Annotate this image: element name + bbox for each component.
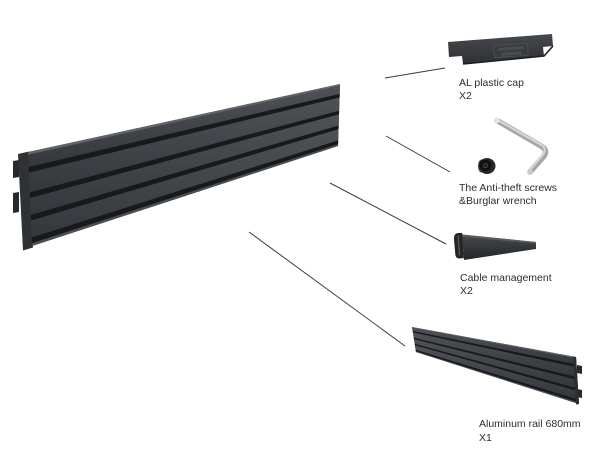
al-plastic-cap-graphic — [448, 34, 554, 65]
label-plastic-cap-qty: X2 — [459, 90, 472, 102]
wrench-body — [494, 117, 549, 175]
burglar-wrench-graphic — [494, 117, 549, 175]
rail-band — [28, 97, 340, 193]
rail-band — [30, 114, 339, 215]
leader-line-cable — [329, 182, 447, 245]
leader-line-rail — [248, 231, 406, 347]
rail-band — [415, 351, 579, 404]
rail-endcap-band — [573, 356, 579, 405]
label-screws: The Anti-theft screws — [459, 182, 557, 194]
rail-band — [412, 327, 577, 359]
aluminum-rail-slats — [412, 327, 579, 405]
rail-band — [28, 93, 340, 173]
screw-hex-center — [484, 164, 487, 167]
rail-band — [30, 129, 339, 238]
rail-band — [28, 84, 340, 155]
plastic-cap-shadow-edge — [462, 45, 554, 65]
main-rail-slats — [28, 84, 340, 246]
rail-band — [31, 144, 339, 246]
rail-endcap-tab — [13, 160, 19, 178]
wrench-highlight — [496, 118, 546, 172]
leader-line-cap — [384, 67, 446, 79]
label-aluminum-rail: Aluminum rail 680mm — [479, 418, 581, 430]
rail-band — [29, 110, 340, 199]
rail-band — [414, 345, 579, 400]
rail-band — [412, 331, 577, 368]
label-cable-management: Cable management — [460, 272, 552, 284]
wrench-end-face — [494, 117, 500, 124]
rail-band — [414, 339, 578, 389]
label-aluminum-rail-qty: X1 — [479, 432, 492, 444]
embossed-row — [501, 51, 522, 56]
rail-endcap-tab — [577, 365, 582, 374]
cable-strip-sheen — [462, 234, 536, 244]
cable-strip-end-highlight — [457, 235, 461, 256]
rail-band — [413, 337, 578, 380]
rail-band — [414, 343, 579, 392]
anti-theft-screw-graphic — [478, 158, 496, 174]
leader-lines — [248, 67, 451, 347]
wrench-end-face — [527, 169, 533, 175]
cable-management-graphic — [453, 233, 536, 260]
embossed-row — [497, 46, 524, 51]
label-cable-management-qty: X2 — [460, 285, 473, 297]
rail-band — [412, 332, 578, 378]
leader-line-screws — [385, 135, 451, 173]
rail-band — [415, 349, 579, 403]
rail-band — [28, 85, 340, 167]
label-wrench: &Burglar wrench — [459, 195, 537, 207]
rail-band — [30, 125, 339, 221]
plastic-cap-embossed-label — [493, 42, 529, 59]
label-plastic-cap: AL plastic cap — [459, 77, 524, 89]
rail-band — [31, 140, 339, 244]
rail-band — [412, 327, 577, 365]
rail-endcap-tab — [13, 192, 19, 213]
